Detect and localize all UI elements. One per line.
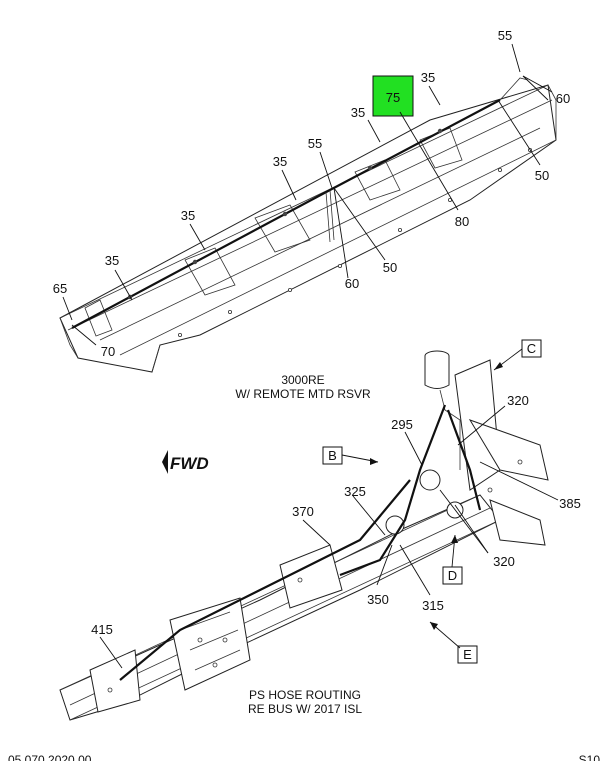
callout-315: 315 (422, 598, 444, 613)
highlight-box-75 (372, 75, 414, 117)
callout-320-bottom: 320 (493, 554, 515, 569)
callout-385: 385 (559, 496, 581, 511)
callout-350: 350 (367, 592, 389, 607)
callout-70: 70 (101, 344, 115, 359)
callout-415: 415 (91, 622, 113, 637)
callout-50-mid: 50 (383, 260, 397, 275)
callout-50-right: 50 (535, 168, 549, 183)
callout-35-c: 35 (273, 154, 287, 169)
callout-60-mid: 60 (345, 276, 359, 291)
view-label-c: C (527, 341, 536, 356)
bottom-leaders (99, 405, 559, 669)
top-caption-line1: 3000RE (281, 373, 324, 387)
top-callouts: 55 60 35 35 35 35 35 35 35 55 50 80 50 6… (53, 28, 570, 359)
top-caption-line2: W/ REMOTE MTD RSVR (235, 387, 371, 401)
callout-320-top: 320 (507, 393, 529, 408)
bottom-caption-line2: RE BUS W/ 2017 ISL (248, 702, 362, 716)
callout-35-e: 35 (105, 253, 119, 268)
top-leaders (62, 43, 553, 346)
footer-left: 05.070.2020.00 (8, 753, 92, 761)
fwd-indicator: FWD (162, 450, 209, 474)
top-frame-rail (59, 77, 557, 373)
view-label-b: B (328, 448, 337, 463)
view-label-e: E (463, 647, 472, 662)
callout-65: 65 (53, 281, 67, 296)
callout-55-top: 55 (498, 28, 512, 43)
bottom-caption-line1: PS HOSE ROUTING (249, 688, 361, 702)
callout-60-top: 60 (556, 91, 570, 106)
callout-35-a: 35 (421, 70, 435, 85)
bottom-callouts: 320 295 385 325 370 320 350 315 415 (91, 393, 581, 637)
callout-325: 325 (344, 484, 366, 499)
fwd-label: FWD (170, 454, 209, 473)
callout-35-d: 35 (181, 208, 195, 223)
callout-295: 295 (391, 417, 413, 432)
footer-right: S10 (579, 753, 601, 761)
callout-55-mid: 55 (308, 136, 322, 151)
callout-35-b: 35 (351, 105, 365, 120)
view-label-d: D (448, 568, 457, 583)
callout-370: 370 (292, 504, 314, 519)
view-labels: C B D E (322, 339, 542, 664)
callout-80: 80 (455, 214, 469, 229)
fwd-arrow-icon (162, 450, 168, 474)
callout-75: 75 (386, 90, 400, 105)
